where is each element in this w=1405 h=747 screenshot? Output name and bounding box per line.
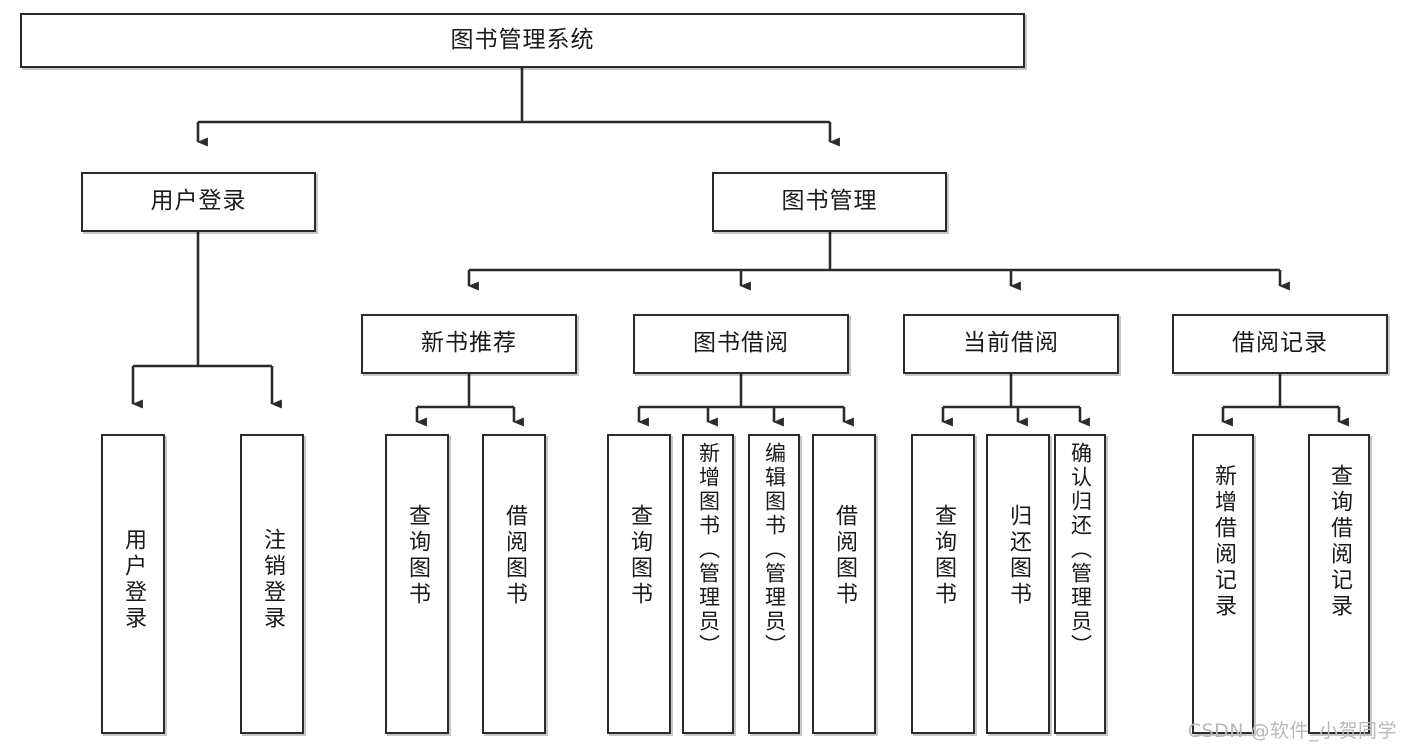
node-new-book-rec-label: 新书推荐 bbox=[421, 330, 517, 357]
node-root-label: 图书管理系统 bbox=[450, 26, 595, 53]
node-book-manage[interactable]: 图书管理 bbox=[712, 172, 947, 232]
node-leaf-edit-book-admin[interactable]: 编辑图书（管理员） bbox=[748, 434, 800, 734]
node-leaf-user-login[interactable]: 用户登录 bbox=[101, 434, 165, 734]
node-user-login[interactable]: 用户登录 bbox=[81, 172, 316, 232]
node-leaf-query-book-rec[interactable]: 查询图书 bbox=[385, 434, 449, 734]
node-leaf-query-book-current[interactable]: 查询图书 bbox=[911, 434, 975, 734]
node-current-borrow-label: 当前借阅 bbox=[963, 330, 1059, 357]
node-leaf-logout[interactable]: 注销登录 bbox=[240, 434, 304, 734]
node-leaf-query-book-borrow-label: 查询图书 bbox=[627, 504, 652, 608]
node-leaf-return-book[interactable]: 归还图书 bbox=[986, 434, 1050, 734]
node-leaf-return-book-label: 归还图书 bbox=[1006, 504, 1031, 608]
node-user-login-label: 用户登录 bbox=[150, 188, 247, 215]
node-leaf-logout-label: 注销登录 bbox=[260, 528, 285, 632]
node-leaf-query-borrow-record-label: 查询借阅记录 bbox=[1327, 464, 1352, 620]
node-book-borrow-label: 图书借阅 bbox=[693, 330, 789, 357]
node-leaf-borrow-book-label: 借阅图书 bbox=[832, 504, 857, 608]
node-leaf-query-book-rec-label: 查询图书 bbox=[405, 504, 430, 608]
node-borrow-record-label: 借阅记录 bbox=[1232, 330, 1328, 357]
csdn-watermark: CSDN @软件_小贺同学 bbox=[1187, 720, 1397, 742]
node-book-manage-label: 图书管理 bbox=[781, 188, 878, 215]
node-leaf-edit-book-admin-label: 编辑图书（管理员） bbox=[762, 442, 787, 658]
node-leaf-query-book-borrow[interactable]: 查询图书 bbox=[607, 434, 671, 734]
node-new-book-rec[interactable]: 新书推荐 bbox=[361, 314, 577, 374]
node-leaf-add-book-admin[interactable]: 新增图书（管理员） bbox=[682, 434, 734, 734]
node-leaf-borrow-book-rec-label: 借阅图书 bbox=[502, 504, 527, 608]
node-leaf-query-borrow-record[interactable]: 查询借阅记录 bbox=[1308, 434, 1370, 734]
node-leaf-query-book-current-label: 查询图书 bbox=[931, 504, 956, 608]
node-root[interactable]: 图书管理系统 bbox=[20, 13, 1025, 68]
node-current-borrow[interactable]: 当前借阅 bbox=[903, 314, 1119, 374]
node-leaf-add-borrow-record-label: 新增借阅记录 bbox=[1211, 464, 1236, 620]
node-borrow-record[interactable]: 借阅记录 bbox=[1172, 314, 1388, 374]
node-leaf-borrow-book-rec[interactable]: 借阅图书 bbox=[482, 434, 546, 734]
node-leaf-add-borrow-record[interactable]: 新增借阅记录 bbox=[1192, 434, 1254, 734]
node-leaf-add-book-admin-label: 新增图书（管理员） bbox=[696, 442, 721, 658]
node-leaf-user-login-label: 用户登录 bbox=[121, 528, 146, 632]
node-book-borrow[interactable]: 图书借阅 bbox=[633, 314, 849, 374]
node-leaf-borrow-book[interactable]: 借阅图书 bbox=[812, 434, 876, 734]
node-leaf-confirm-return-admin[interactable]: 确认归还（管理员） bbox=[1054, 434, 1106, 734]
node-leaf-confirm-return-admin-label: 确认归还（管理员） bbox=[1068, 442, 1093, 658]
